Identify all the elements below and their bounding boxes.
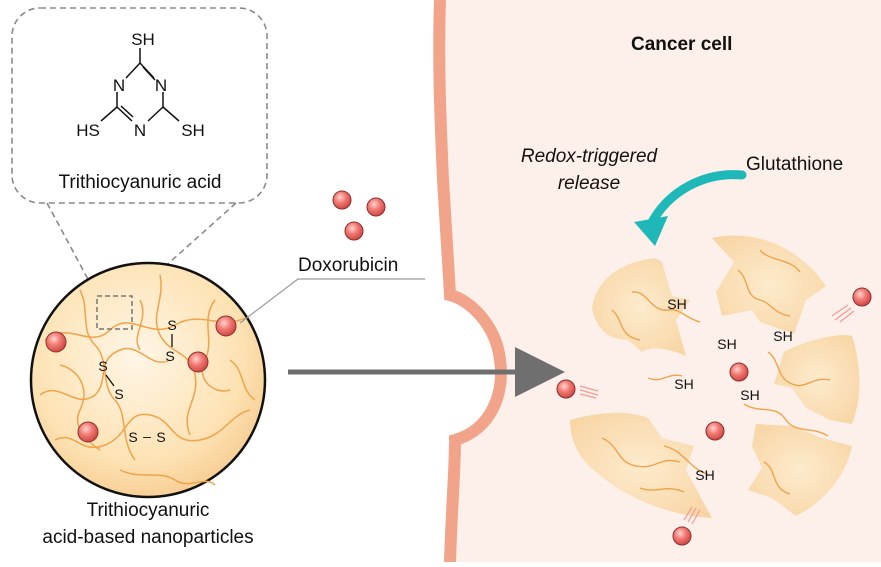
drug-molecule <box>332 190 352 210</box>
molecule-callout: N N N SH HS SH Trithiocyanuric acid <box>11 7 268 297</box>
bond-dash: – <box>143 428 151 444</box>
disulfide-bond-3: S – S <box>128 428 165 445</box>
thiol-left: HS <box>76 121 100 140</box>
thiol-group: SH <box>674 376 693 392</box>
thiol-group: SH <box>773 328 792 344</box>
fragment-top-left <box>592 258 690 356</box>
drug-molecule <box>187 351 209 373</box>
polymer-strands <box>39 274 256 486</box>
zoom-region-box <box>96 295 133 330</box>
sulfur-atom: S <box>167 317 176 333</box>
ring-nitrogen-left: N <box>113 76 125 95</box>
drug-molecule <box>366 197 386 217</box>
thiol-top: SH <box>131 30 155 49</box>
zoom-line-left <box>46 202 98 297</box>
molecule-box <box>11 7 268 204</box>
zoom-line-right <box>131 202 237 297</box>
drug-molecule <box>45 331 67 353</box>
released-drug <box>705 421 725 441</box>
released-drug <box>672 526 692 546</box>
drug-molecule <box>77 421 99 443</box>
sulfur-atom: S <box>98 358 107 374</box>
doxorubicin-legend: Doxorubicin <box>239 190 425 324</box>
sulfur-atom: S <box>114 386 123 402</box>
redox-label-line1: Redox-triggered <box>521 146 659 167</box>
drug-molecule <box>215 315 237 337</box>
thiol-group: SH <box>740 387 759 403</box>
thiol-group: SH <box>717 336 736 352</box>
thiol-group: SH <box>695 467 714 483</box>
released-drug <box>729 362 749 382</box>
ring-nitrogen-right: N <box>155 76 167 95</box>
thiol-group: SH <box>667 296 686 312</box>
redox-label-line2: release <box>558 173 620 194</box>
sulfur-atom: S <box>165 348 174 364</box>
drug-escaping-top-right <box>831 287 872 323</box>
nanoparticle-body <box>29 261 267 499</box>
degraded-nanoparticle: SH SH SH SH SH SH <box>556 235 872 546</box>
triazine-ring <box>100 48 180 122</box>
thiol-right: SH <box>181 121 205 140</box>
fragment-strands <box>601 249 831 495</box>
drug-escaping-left <box>556 379 599 399</box>
fragment-bottom-right <box>748 424 852 516</box>
cell-membrane <box>433 0 507 567</box>
cancer-cell-label: Cancer cell <box>631 34 732 55</box>
glutathione-label: Glutathione <box>746 154 843 175</box>
ring-nitrogen-bottom: N <box>134 121 146 140</box>
molecule-name: Trithiocyanuric acid <box>59 172 222 193</box>
fragment-top-right <box>712 235 826 334</box>
drug-molecule <box>344 221 364 241</box>
released-drug <box>852 287 872 307</box>
nanoparticle-label-line1: Trithiocyanuric <box>87 500 210 521</box>
nanoparticle-label-line2: acid-based nanoparticles <box>42 527 253 548</box>
disulfide-bond-2: S S <box>98 358 123 402</box>
doxorubicin-label: Doxorubicin <box>298 255 398 276</box>
nanoparticle: S S S S S – S <box>29 261 267 499</box>
drug-escaping-bottom <box>672 506 701 546</box>
glutathione-arrow <box>634 170 747 246</box>
doxorubicin-leader-line <box>239 278 425 324</box>
sulfur-atom: S <box>156 429 165 445</box>
sulfur-atom: S <box>128 429 137 445</box>
released-drug <box>556 379 576 399</box>
disulfide-bond-1: S S <box>165 317 176 364</box>
